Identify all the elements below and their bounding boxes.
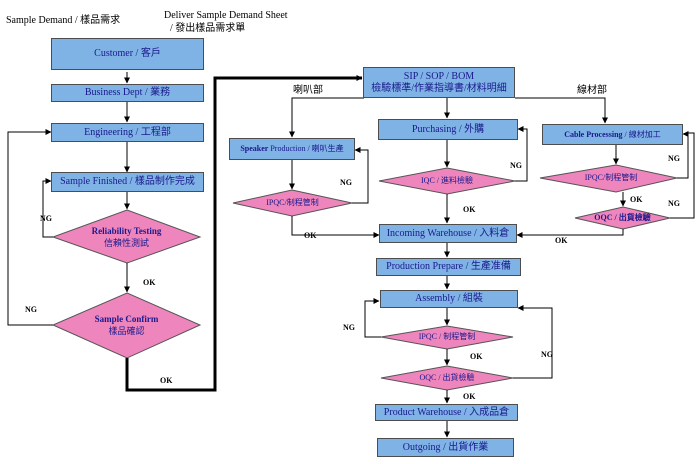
speaker-production-label-rest: Production / 喇叭生產 xyxy=(270,144,344,153)
speaker-production-box: Speaker Production / 喇叭生產 xyxy=(229,138,355,160)
deliver-sheet-heading-line2: / 發出樣品需求單 xyxy=(170,23,246,34)
cable-processing-box: Cable Processing / 線材加工 xyxy=(542,124,683,145)
ok-label-oqc-assembly: OK xyxy=(463,392,476,401)
ok-label-iqc: OK xyxy=(463,205,476,214)
deliver-sheet-heading-line1: Deliver Sample Demand Sheet xyxy=(164,10,288,21)
incoming-warehouse-box: Incoming Warehouse / 入料倉 xyxy=(379,224,517,243)
reliability-testing-label-zh: 信賴性測試 xyxy=(103,238,149,248)
sample-finished-box: Sample Finished / 樣品制作完成 xyxy=(51,172,204,192)
speaker-dept-heading: 喇叭部 xyxy=(293,85,323,96)
ok-label-reliability: OK xyxy=(143,278,156,287)
reliability-testing-label: Reliability Testing xyxy=(91,226,162,236)
ng-label-oqc-cable: NG xyxy=(668,199,680,208)
customer-box: Customer / 客戶 xyxy=(51,38,204,70)
oqc-assembly-label: OQC / 出貨檢驗 xyxy=(419,373,475,382)
cable-dept-heading: 線材部 xyxy=(577,85,607,96)
ok-label-ipqc-cable: OK xyxy=(630,195,643,204)
ng-label-ipqc-cable: NG xyxy=(668,154,680,163)
oqc-cable-label: OQC / 出貨檢驗 xyxy=(575,211,670,225)
connector-lines xyxy=(7,72,695,438)
ng-label-confirm: NG xyxy=(25,305,37,314)
sample-confirm-label-zh: 樣品確認 xyxy=(108,326,145,336)
sip-sop-bom-label: SIP / SOP / BOM xyxy=(403,70,475,82)
sample-confirm-decision: Sample Confirm 樣品確認 xyxy=(53,308,200,342)
ipqc-assembly-label: IPQC / 制程管制 xyxy=(418,332,476,341)
ng-label-speaker: NG xyxy=(340,178,352,187)
cable-processing-label: Cable Processing xyxy=(564,129,623,139)
sip-sop-bom-label-zh: 檢驗標準/作業指導書/材料明細 xyxy=(371,82,507,94)
business-dept-box: Business Dept / 業務 xyxy=(51,84,204,102)
ok-label-speaker: OK xyxy=(304,231,317,240)
ng-label-oqc-assembly: NG xyxy=(541,350,553,359)
sample-confirm-label: Sample Confirm xyxy=(94,314,159,324)
assembly-box: Assembly / 組裝 xyxy=(380,290,518,308)
product-warehouse-box: Product Warehouse / 入成品倉 xyxy=(375,404,518,421)
ok-label-confirm: OK xyxy=(160,376,173,385)
ng-label-ipqc-assembly: NG xyxy=(343,323,355,332)
ipqc-cable-diamond xyxy=(539,164,678,193)
production-prepare-box: Production Prepare / 生產准備 xyxy=(376,258,521,276)
oqc-cable-text: OQC / 出貨檢驗 xyxy=(594,213,651,222)
ng-label-reliability: NG xyxy=(40,214,52,223)
reliability-testing-decision: Reliability Testing 信賴性測試 xyxy=(53,220,200,254)
ok-bold-connector xyxy=(125,75,363,392)
iqc-label: IQC / 進料檢驗 xyxy=(421,176,473,185)
ipqc-speaker-label: IPQC/制程管制 xyxy=(266,198,319,207)
purchasing-box: Purchasing / 外購 xyxy=(378,119,518,140)
decision-shapes xyxy=(51,164,678,391)
engineering-box: Engineering / 工程部 xyxy=(51,123,204,142)
sample-demand-heading: Sample Demand / 樣品需求 xyxy=(6,15,121,26)
ok-label-oqc-cable: OK xyxy=(555,236,568,245)
ok-label-ipqc-assembly: OK xyxy=(470,352,483,361)
sip-sop-bom-box: SIP / SOP / BOM 檢驗標準/作業指導書/材料明細 xyxy=(363,67,515,98)
cable-processing-label-zh: / 線材加工 xyxy=(624,129,661,139)
ipqc-cable-label: IPQC/制程管制 xyxy=(584,173,638,182)
outgoing-box: Outgoing / 出貨作業 xyxy=(377,438,514,457)
speaker-production-label: Speaker xyxy=(240,144,269,153)
ng-label-iqc: NG xyxy=(510,161,522,170)
